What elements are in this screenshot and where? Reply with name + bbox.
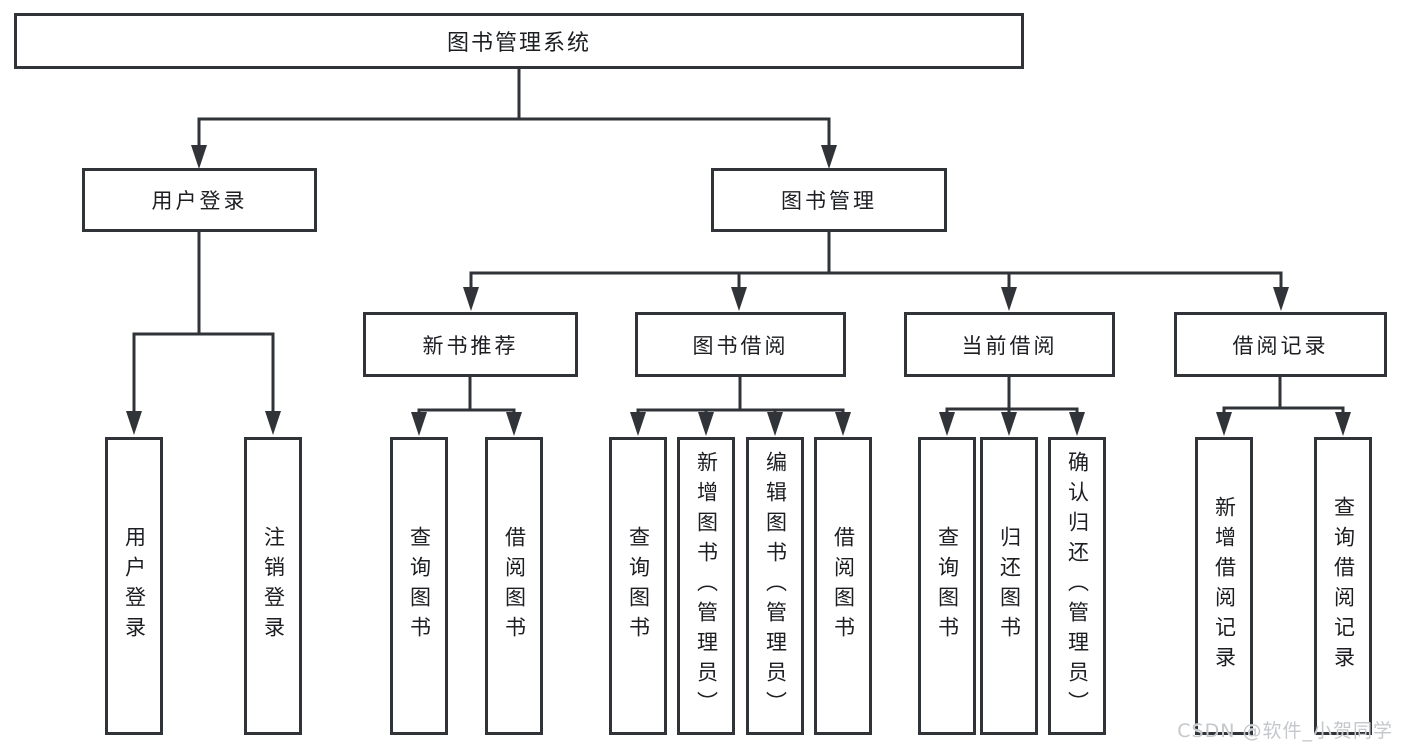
leaf-logout-label: 注销登录 bbox=[261, 526, 286, 646]
node-system-root: 图书管理系统 bbox=[14, 13, 1024, 69]
node-new-book-recommend: 新书推荐 bbox=[363, 312, 578, 377]
node-book-borrow-label: 图书借阅 bbox=[692, 333, 789, 358]
leaf-return-book: 归还图书 bbox=[980, 437, 1038, 735]
leaf-user-login-label: 用户登录 bbox=[122, 526, 147, 646]
leaf-confirm-return-admin-label: 确认归还（管理员） bbox=[1065, 451, 1090, 721]
leaf-confirm-return-admin: 确认归还（管理员） bbox=[1048, 437, 1106, 735]
leaf-query-books-recommend: 查询图书 bbox=[390, 437, 448, 735]
node-current-borrow-label: 当前借阅 bbox=[961, 333, 1058, 358]
node-borrow-records-label: 借阅记录 bbox=[1232, 333, 1329, 358]
node-book-management: 图书管理 bbox=[711, 168, 947, 232]
leaf-query-books-borrow-label: 查询图书 bbox=[626, 526, 651, 646]
leaf-add-borrow-record: 新增借阅记录 bbox=[1195, 437, 1253, 735]
node-book-borrow: 图书借阅 bbox=[635, 312, 846, 377]
leaf-borrow-books: 借阅图书 bbox=[814, 437, 872, 735]
leaf-query-books-current-label: 查询图书 bbox=[935, 526, 960, 646]
leaf-borrow-books-recommend-label: 借阅图书 bbox=[502, 526, 527, 646]
node-user-login-label: 用户登录 bbox=[151, 189, 248, 213]
node-new-book-recommend-label: 新书推荐 bbox=[422, 333, 519, 358]
leaf-logout: 注销登录 bbox=[244, 437, 302, 735]
leaf-return-book-label: 归还图书 bbox=[997, 526, 1022, 646]
leaf-add-book-admin-label: 新增图书（管理员） bbox=[694, 451, 719, 721]
leaf-query-borrow-record-label: 查询借阅记录 bbox=[1331, 496, 1356, 676]
leaf-edit-book-admin-label: 编辑图书（管理员） bbox=[763, 451, 788, 721]
node-borrow-records: 借阅记录 bbox=[1174, 312, 1387, 377]
node-book-management-label: 图书管理 bbox=[781, 189, 877, 213]
node-current-borrow: 当前借阅 bbox=[904, 312, 1115, 377]
leaf-borrow-books-label: 借阅图书 bbox=[831, 526, 856, 646]
leaf-edit-book-admin: 编辑图书（管理员） bbox=[746, 437, 804, 735]
leaf-query-books-current: 查询图书 bbox=[918, 437, 976, 735]
leaf-query-borrow-record: 查询借阅记录 bbox=[1314, 437, 1372, 735]
leaf-add-book-admin: 新增图书（管理员） bbox=[677, 437, 735, 735]
leaf-query-books-borrow: 查询图书 bbox=[609, 437, 667, 735]
node-user-login: 用户登录 bbox=[82, 168, 317, 232]
node-system-root-label: 图书管理系统 bbox=[446, 31, 591, 56]
leaf-borrow-books-recommend: 借阅图书 bbox=[485, 437, 543, 735]
leaf-add-borrow-record-label: 新增借阅记录 bbox=[1212, 496, 1237, 676]
watermark: CSDN @软件_小贺同学 bbox=[1177, 720, 1393, 742]
leaf-user-login: 用户登录 bbox=[105, 437, 163, 735]
leaf-query-books-recommend-label: 查询图书 bbox=[407, 526, 432, 646]
